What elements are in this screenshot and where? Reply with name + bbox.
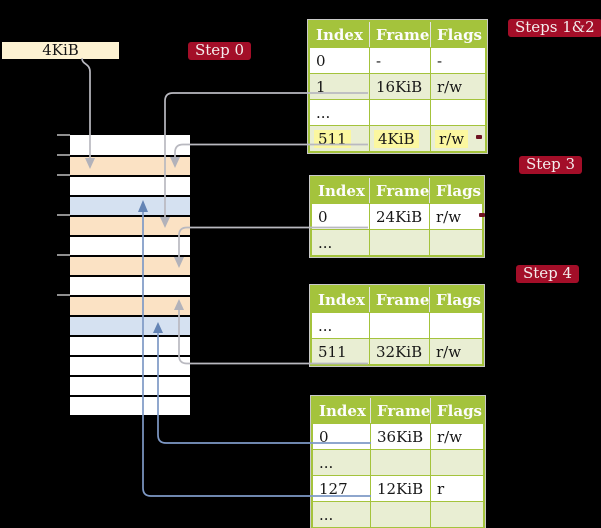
badge-step-4: Step 4 (516, 265, 580, 283)
memory-frame-row-7 (70, 275, 190, 295)
header-cell-frame: Frame (370, 398, 430, 423)
highlighted-value: 511 (314, 129, 351, 148)
table-row: ... (312, 229, 482, 255)
table-cell (429, 230, 482, 255)
table-cell: 36KiB (370, 424, 430, 449)
memory-frame-row-12 (70, 375, 190, 395)
header-cell-flags: Flags (429, 178, 482, 203)
frame-tick (57, 154, 70, 156)
header-cell-index: Index (319, 401, 366, 420)
header-cell-flags: Flags (429, 287, 482, 312)
table-row: ... (312, 312, 482, 338)
table-cell: r/w (430, 74, 485, 99)
table-cell (430, 502, 483, 527)
table-cell (370, 502, 430, 527)
table-row: ... (310, 99, 485, 125)
memory-frame-row-11 (70, 355, 190, 375)
frame-tick (57, 214, 70, 216)
table-cell: 32KiB (369, 339, 429, 364)
table-cell: 511 (318, 342, 347, 361)
header-cell-flags: Flags (430, 398, 483, 423)
entry-marker-stub (479, 213, 485, 217)
table-cell: ... (318, 316, 333, 335)
badge-steps-1-2: Steps 1&2 (508, 19, 601, 37)
highlighted-value: r/w (435, 129, 469, 148)
table-cell: 0 (318, 207, 328, 226)
header-cell-frame: Frame (369, 22, 430, 47)
table-cell: ... (319, 453, 334, 472)
table-cell (370, 450, 430, 475)
memory-frame-row-1 (70, 155, 190, 175)
frame-tick (57, 134, 70, 136)
table-row: 511 4KiB r/w (310, 125, 485, 151)
table-cell: r/w (430, 126, 485, 151)
table-cell (369, 313, 429, 338)
table-cell: 24KiB (369, 204, 429, 229)
memory-frame-row-6 (70, 255, 190, 275)
table-cell (430, 450, 483, 475)
memory-frame-row-4 (70, 215, 190, 235)
table-cell: r/w (430, 424, 483, 449)
header-cell-index: Index (316, 25, 363, 44)
table-cell: 0 (319, 427, 329, 446)
table-cell: 12KiB (370, 476, 430, 501)
table-cell: ... (316, 103, 331, 122)
table-cell (430, 100, 485, 125)
header-cell-frame: Frame (369, 178, 429, 203)
badge-step-0: Step 0 (188, 42, 252, 60)
table-cell (429, 313, 482, 338)
table-cell (369, 230, 429, 255)
memory-frame-row-5 (70, 235, 190, 255)
memory-frame-row-10 (70, 335, 190, 355)
memory-frame-row-3 (70, 195, 190, 215)
table-cell: 0 (316, 51, 326, 70)
memory-frame-row-9 (70, 315, 190, 335)
table-cell: - (430, 48, 485, 73)
table-row: 0 -- (310, 47, 485, 73)
table-cell: 1 (316, 77, 326, 96)
table-cell: r (430, 476, 483, 501)
memory-frame-row-8 (70, 295, 190, 315)
frame-tick (57, 174, 70, 176)
memory-frame-row-2 (70, 175, 190, 195)
highlighted-value: 4KiB (374, 129, 419, 148)
table-cell: - (369, 48, 430, 73)
physical-memory-column (70, 135, 190, 415)
memory-frame-row-0 (70, 135, 190, 155)
table-cell: 4KiB (369, 126, 430, 151)
table-cell: r/w (429, 339, 482, 364)
entry-marker-stub (476, 135, 482, 139)
header-cell-index: Index (318, 181, 365, 200)
header-cell-frame: Frame (369, 287, 429, 312)
table-cell: 127 (319, 479, 348, 498)
page-size-label-box: 4KiB (2, 42, 119, 59)
table-cell: 511 (310, 126, 369, 151)
table-cell: ... (318, 233, 333, 252)
header-cell-index: Index (318, 290, 365, 309)
table-cell: r/w (429, 204, 482, 229)
table-cell (369, 100, 430, 125)
table-cell: 16KiB (369, 74, 430, 99)
header-cell-flags: Flags (430, 22, 485, 47)
memory-frame-row-13 (70, 395, 190, 415)
table-row: ... (313, 501, 483, 527)
frame-tick (57, 254, 70, 256)
frame-tick (57, 294, 70, 296)
table-row: ... (313, 449, 483, 475)
table-cell: ... (319, 505, 334, 524)
badge-step-3: Step 3 (519, 156, 583, 174)
